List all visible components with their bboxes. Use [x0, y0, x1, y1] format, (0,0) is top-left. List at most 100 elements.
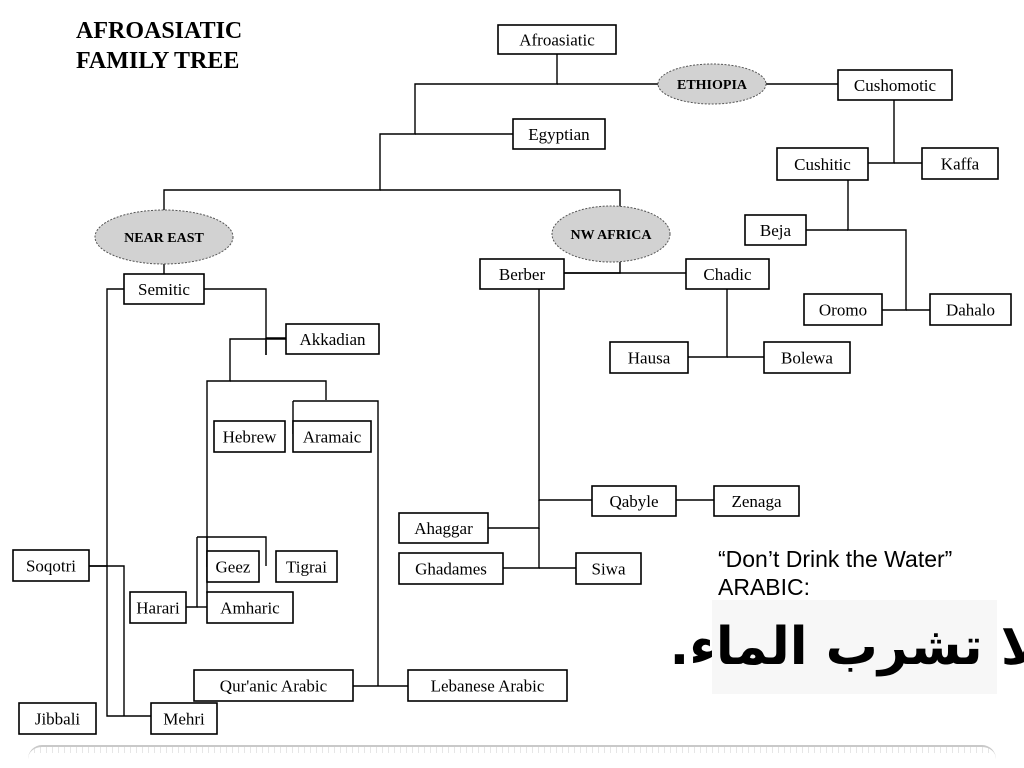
- node-box: [407, 669, 568, 702]
- node-chadic: Chadic: [685, 258, 770, 290]
- arabic-phrase-panel: لا تشرب الماء.: [669, 600, 1024, 694]
- region-near-east: NEAR EAST: [94, 209, 234, 265]
- node-box: [292, 420, 372, 453]
- node-label: Soqotri: [26, 557, 76, 576]
- node-mehri: Mehri: [150, 702, 218, 735]
- node-geez: Geez: [206, 550, 260, 583]
- node-label: Hausa: [628, 349, 671, 368]
- node-box: [803, 293, 883, 326]
- node-box: [763, 341, 851, 374]
- node-box: [123, 273, 205, 305]
- node-box: [744, 214, 807, 246]
- node-label: Cushitic: [794, 155, 851, 174]
- node-box: [285, 323, 380, 355]
- node-akkadian: Akkadian: [285, 323, 380, 355]
- tree-connectors: [89, 53, 930, 717]
- node-label: Aramaic: [303, 428, 362, 447]
- node-label: Hebrew: [223, 428, 278, 447]
- region-nw-africa: NW AFRICA: [551, 205, 671, 263]
- node-berber: Berber: [479, 258, 565, 290]
- node-label: Chadic: [703, 265, 752, 284]
- node-box: [609, 341, 689, 374]
- node-siwa: Siwa: [575, 552, 642, 585]
- node-label: Afroasiatic: [519, 31, 595, 50]
- node-zenaga: Zenaga: [713, 485, 800, 517]
- bottom-decorative-rule: [28, 745, 996, 759]
- node-afroasiatic: Afroasiatic: [497, 24, 617, 55]
- arabic-caption: “Don’t Drink the Water” ARABIC:: [718, 545, 952, 601]
- node-label: Mehri: [163, 710, 205, 729]
- node-box: [206, 591, 294, 624]
- node-oromo: Oromo: [803, 293, 883, 326]
- node-box: [837, 69, 953, 101]
- node-cushomotic: Cushomotic: [837, 69, 953, 101]
- node-beja: Beja: [744, 214, 807, 246]
- node-ghadames: Ghadames: [398, 552, 504, 585]
- node-label: Siwa: [592, 560, 626, 579]
- node-label: Ghadames: [415, 560, 487, 579]
- node-label: Amharic: [220, 599, 280, 618]
- node-box: [12, 549, 90, 582]
- node-box: [398, 552, 504, 585]
- node-dahalo: Dahalo: [929, 293, 1012, 326]
- node-box: [193, 669, 354, 702]
- node-box: [685, 258, 770, 290]
- node-semitic: Semitic: [123, 273, 205, 305]
- node-ahaggar: Ahaggar: [398, 512, 489, 544]
- diagram-title: AFROASIATIC FAMILY TREE: [76, 16, 242, 76]
- node-tigrai: Tigrai: [275, 550, 338, 583]
- node-bolewa: Bolewa: [763, 341, 851, 374]
- title-line-1: AFROASIATIC: [76, 18, 243, 44]
- caption-line-1: “Don’t Drink the Water”: [718, 546, 953, 572]
- node-box: [929, 293, 1012, 326]
- node-label: Beja: [760, 221, 792, 240]
- node-box: [150, 702, 218, 735]
- region-label: NEAR EAST: [124, 231, 204, 246]
- node-quranic-arabic: Qur'anic Arabic: [193, 669, 354, 702]
- node-label: Tigrai: [286, 558, 327, 577]
- node-label: Geez: [216, 558, 251, 577]
- node-box: [129, 591, 187, 624]
- node-box: [713, 485, 800, 517]
- caption-line-2: ARABIC:: [718, 574, 811, 600]
- node-label: Semitic: [138, 280, 190, 299]
- node-label: Berber: [499, 265, 546, 284]
- region-ellipse: [94, 209, 234, 265]
- node-label: Lebanese Arabic: [431, 677, 545, 696]
- node-jibbali: Jibbali: [18, 702, 97, 735]
- node-label: Qur'anic Arabic: [220, 677, 328, 696]
- node-amharic: Amharic: [206, 591, 294, 624]
- node-box: [398, 512, 489, 544]
- node-label: Harari: [136, 599, 180, 618]
- node-label: Ahaggar: [414, 519, 473, 538]
- region-label: ETHIOPIA: [677, 78, 748, 93]
- node-label: Cushomotic: [854, 76, 937, 95]
- region-ellipse: [657, 63, 767, 105]
- node-label: Jibbali: [35, 710, 81, 729]
- node-lebanese-arabic: Lebanese Arabic: [407, 669, 568, 702]
- node-label: Dahalo: [946, 301, 995, 320]
- node-label: Kaffa: [941, 155, 980, 174]
- node-box: [591, 485, 677, 517]
- node-label: Egyptian: [528, 125, 590, 144]
- node-egyptian: Egyptian: [512, 118, 606, 150]
- region-ethiopia: ETHIOPIA: [657, 63, 767, 105]
- node-label: Bolewa: [781, 349, 833, 368]
- node-hausa: Hausa: [609, 341, 689, 374]
- node-label: Akkadian: [299, 330, 366, 349]
- node-qabyle: Qabyle: [591, 485, 677, 517]
- title-line-2: FAMILY TREE: [76, 48, 240, 74]
- node-box: [275, 550, 338, 583]
- node-box: [921, 147, 999, 180]
- node-box: [18, 702, 97, 735]
- node-box: [776, 147, 869, 181]
- node-box: [213, 420, 286, 453]
- node-kaffa: Kaffa: [921, 147, 999, 180]
- node-soqotri: Soqotri: [12, 549, 90, 582]
- node-box: [206, 550, 260, 583]
- node-aramaic: Aramaic: [292, 420, 372, 453]
- region-ellipses: ETHIOPIA NEAR EAST NW AFRICA: [94, 63, 767, 265]
- node-label: Oromo: [819, 301, 867, 320]
